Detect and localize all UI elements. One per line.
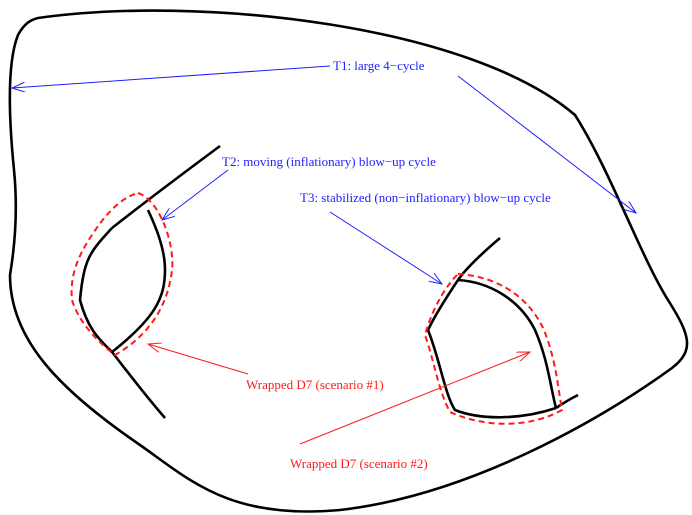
t1-label: T1: large 4−cycle: [333, 58, 425, 73]
d7-scenario2-label: Wrapped D7 (scenario #2): [290, 456, 428, 471]
t1-arrow-right: [457, 75, 636, 213]
t3-blowup-cycle: [426, 237, 579, 419]
t3-arrow: [329, 211, 442, 284]
t1-outer-cycle: [8, 9, 689, 513]
t2-arrow: [162, 169, 229, 220]
d7-scenario2-arrow: [299, 352, 530, 445]
t1-arrow-left: [12, 65, 331, 88]
d7-scenario1-dashed-wrap: [70, 191, 174, 357]
d7-scenario1-arrow: [148, 344, 249, 375]
t2-blowup-cycle: [78, 144, 221, 419]
d7-scenario1-label: Wrapped D7 (scenario #1): [246, 377, 384, 392]
t3-label: T3: stabilized (non−inflationary) blow−u…: [300, 190, 551, 205]
t2-label: T2: moving (inflationary) blow−up cycle: [222, 154, 436, 169]
